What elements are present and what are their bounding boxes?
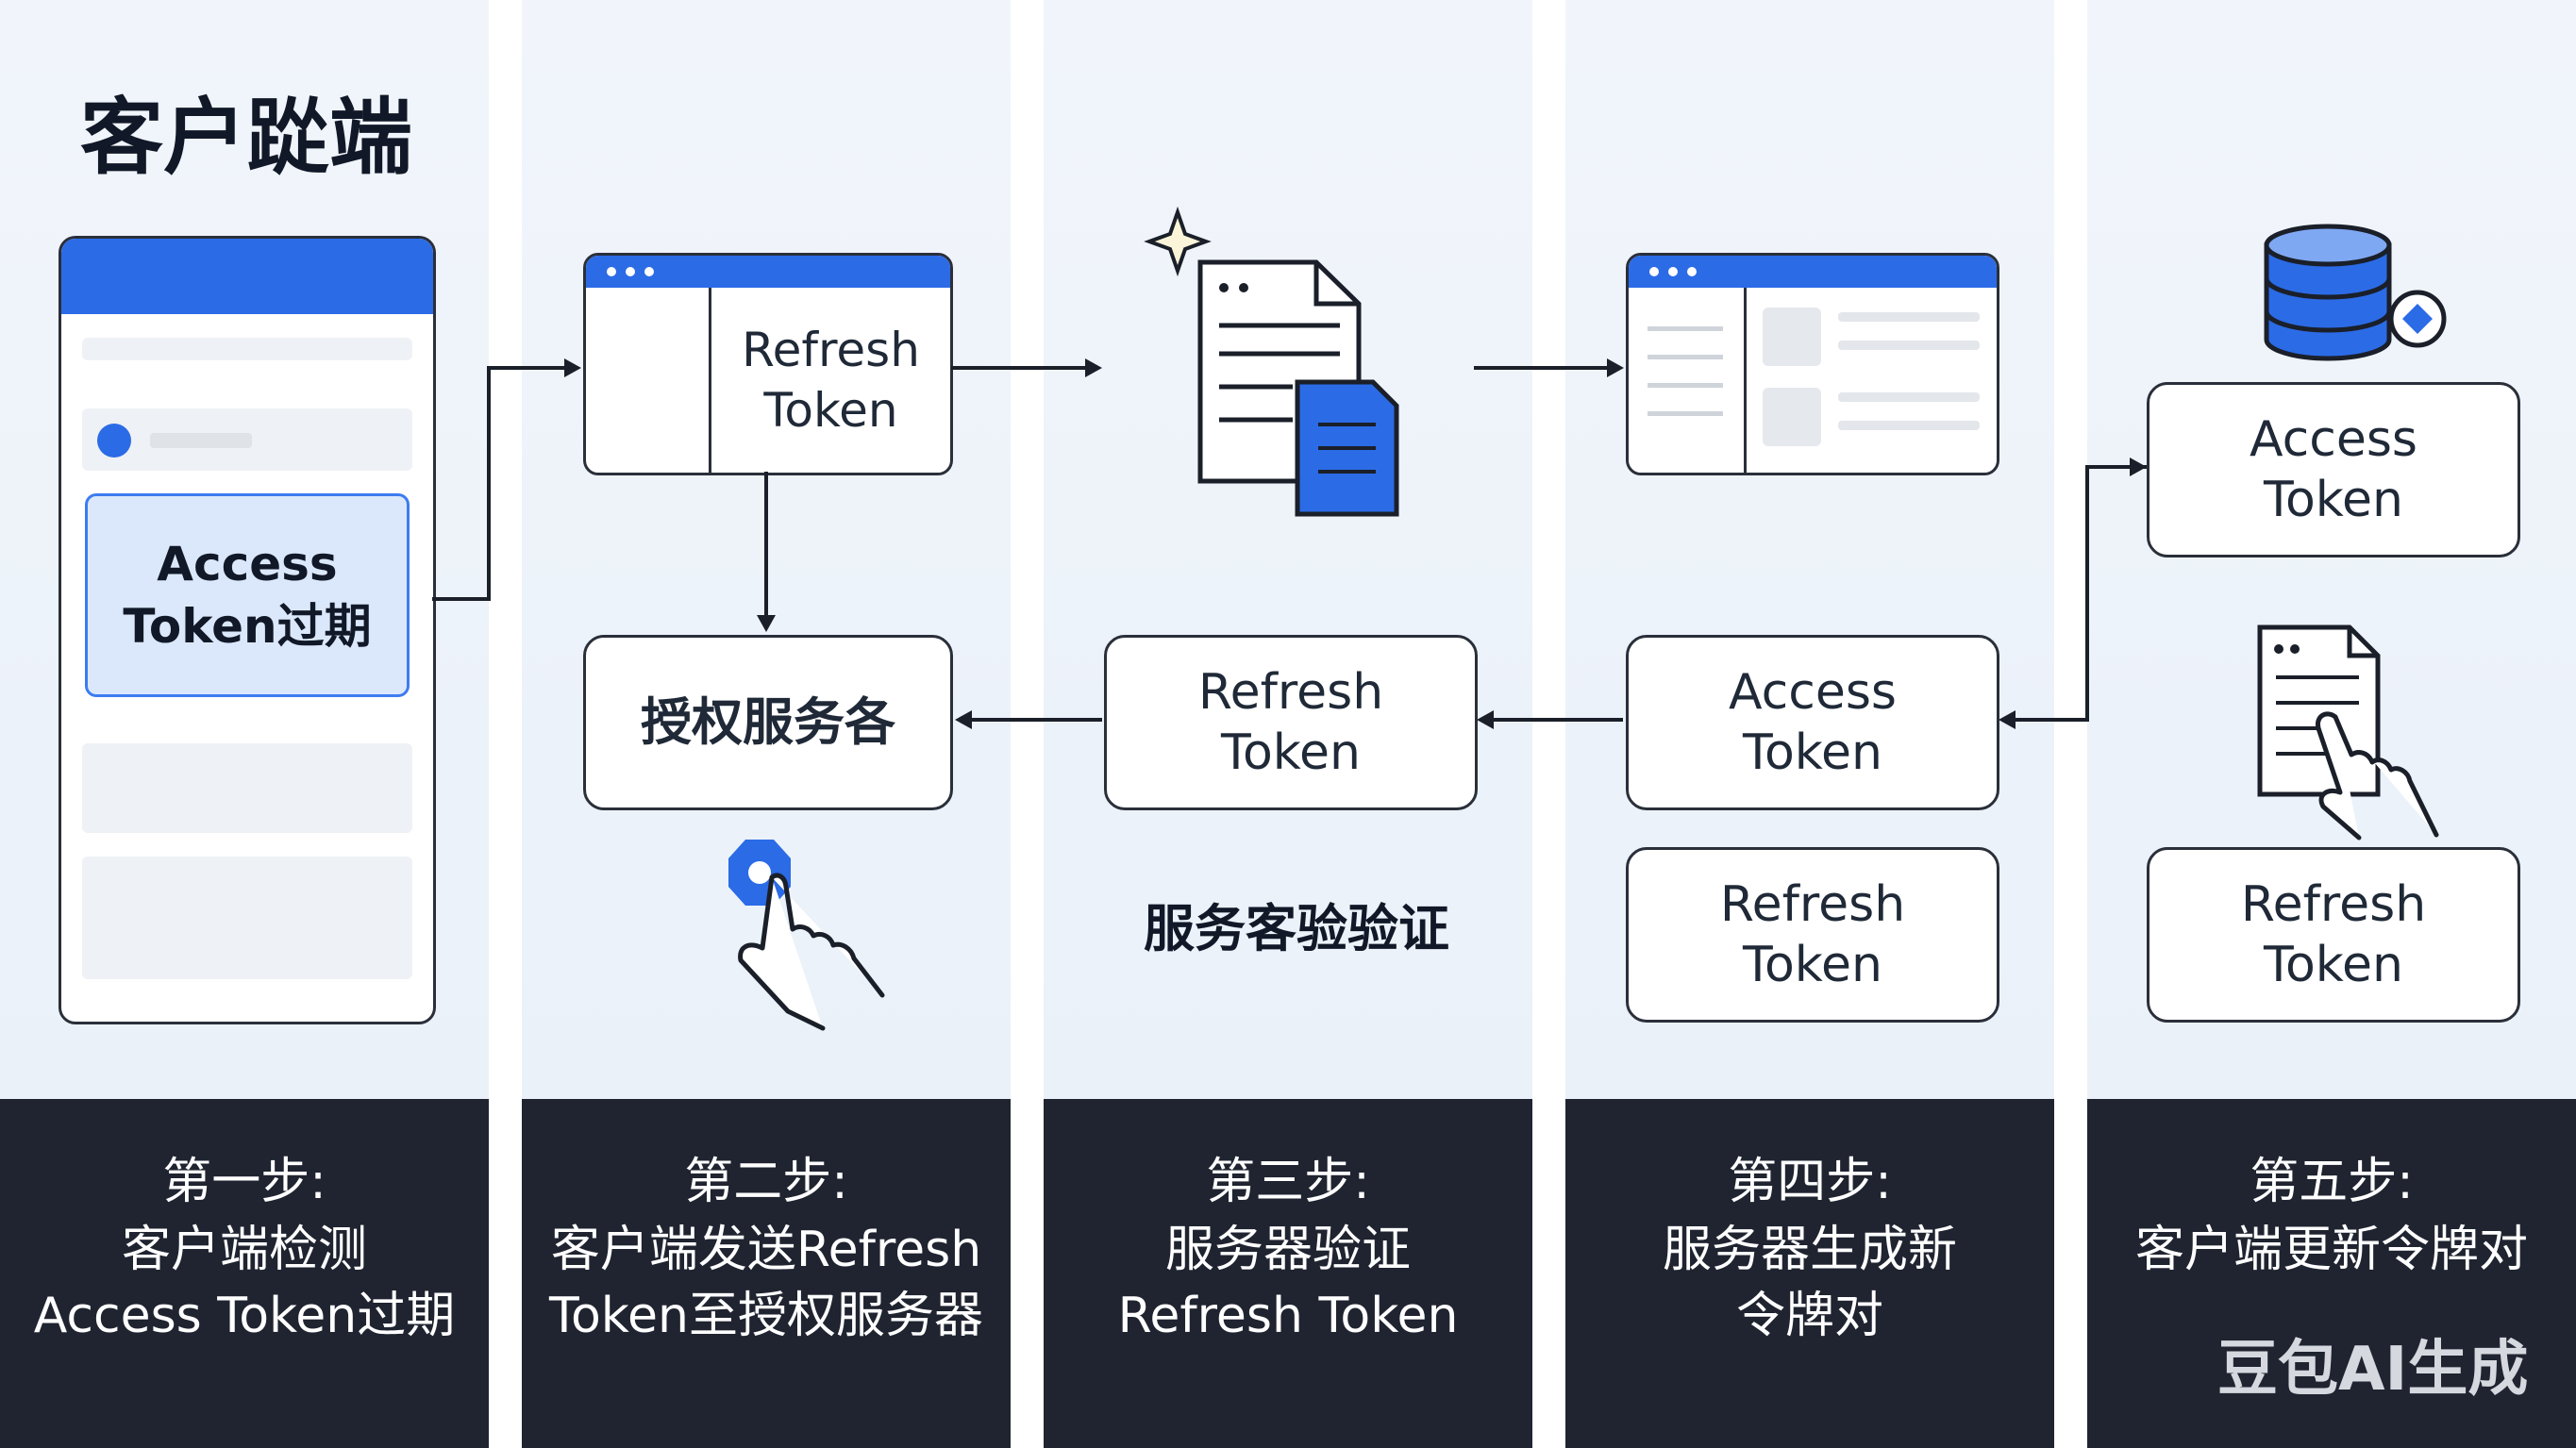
placeholder-block xyxy=(82,857,412,979)
auth-server-box: 授权服务各 xyxy=(583,635,953,810)
sparkle-icon xyxy=(1144,206,1212,277)
server-dashboard-window xyxy=(1626,253,1999,475)
arrow-card-to-refresh xyxy=(432,363,579,601)
access-token-label: Access Token xyxy=(1728,664,1897,781)
pointing-hand-icon xyxy=(2316,711,2439,841)
window-title-bar xyxy=(1629,256,1997,288)
step2-desc-line1: 客户端发送Refresh xyxy=(550,1222,982,1278)
window-divider xyxy=(709,288,711,473)
server-verify-label: 服务客验验证 xyxy=(1144,899,1449,958)
step3-panel xyxy=(1044,0,1532,1099)
placeholder-bar xyxy=(82,338,412,360)
step3-desc-line2: Refresh Token xyxy=(1117,1288,1459,1344)
access-token-expired-label: Access Token过期 xyxy=(123,537,372,654)
watermark: 豆包AI生成 xyxy=(2217,1335,2529,1405)
refresh-token-text-area: Refresh Token xyxy=(711,288,950,473)
blue-document-icon xyxy=(1295,379,1399,517)
content-thumb xyxy=(1763,308,1821,366)
placeholder-block xyxy=(82,743,412,833)
step2-title: 第二步: xyxy=(684,1154,848,1210)
key-badge-icon xyxy=(2388,290,2447,348)
step5-footer: 第五步: 客户端更新令牌对 xyxy=(2087,1099,2576,1448)
new-access-token-box: Access Token xyxy=(1626,635,1999,810)
refresh-token-label: Refresh Token xyxy=(1197,664,1384,781)
step3-footer: 第三步: 服务器验证 Refresh Token xyxy=(1044,1099,1532,1448)
status-dot-icon xyxy=(97,424,131,458)
arrowhead-icon xyxy=(564,358,581,377)
refresh-token-label: Refresh Token xyxy=(2240,876,2427,993)
step4-desc-line1: 服务器生成新 xyxy=(1662,1222,1957,1278)
step4-footer: 第四步: 服务器生成新 令牌对 xyxy=(1565,1099,2054,1448)
gear-icon xyxy=(728,840,791,906)
refresh-token-label: Refresh Token xyxy=(1719,876,1906,993)
updated-access-token-box: Access Token xyxy=(2147,382,2520,558)
arrowhead-icon xyxy=(1085,358,1102,377)
arrow-step5-to-step4 xyxy=(2008,465,2147,722)
access-token-label: Access Token xyxy=(2249,411,2417,528)
database-icon xyxy=(2264,224,2392,361)
step5-desc-line1: 客户端更新令牌对 xyxy=(2134,1222,2528,1278)
arrowhead-icon xyxy=(1477,710,1494,729)
window-dots xyxy=(607,267,616,276)
auth-server-label: 授权服务各 xyxy=(641,692,895,752)
list-row xyxy=(82,408,412,471)
step1-title: 第一步: xyxy=(162,1154,326,1210)
arrowhead-icon xyxy=(955,710,972,729)
client-app-card: Access Token过期 xyxy=(59,236,436,1024)
page-title: 客户踨端 xyxy=(80,89,413,186)
step2-footer: 第二步: 客户端发送Refresh Token至授权服务器 xyxy=(522,1099,1011,1448)
sidebar-lines xyxy=(1648,326,1723,331)
refresh-token-label: Refresh Token xyxy=(742,323,920,438)
window-dots xyxy=(1649,267,1659,276)
step5-title: 第五步: xyxy=(2250,1154,2414,1210)
step1-desc-line1: 客户端检测 xyxy=(121,1222,367,1278)
step1-footer: 第一步: 客户端检测 Access Token过期 xyxy=(0,1099,489,1448)
row-text-placeholder xyxy=(150,433,252,448)
step4-title: 第四步: xyxy=(1728,1154,1892,1210)
window-divider xyxy=(1744,288,1747,473)
step3-title: 第三步: xyxy=(1206,1154,1370,1210)
arrowhead-icon xyxy=(2130,458,2147,476)
window-title-bar xyxy=(586,256,950,288)
arrowhead-icon xyxy=(757,615,776,632)
access-token-expired-card: Access Token过期 xyxy=(85,493,410,697)
updated-refresh-token-box: Refresh Token xyxy=(2147,847,2520,1023)
content-lines xyxy=(1838,312,1980,322)
content-thumb xyxy=(1763,388,1821,446)
step1-desc-line2: Access Token过期 xyxy=(33,1288,456,1344)
arrowhead-icon xyxy=(1999,710,2016,729)
app-header-bar xyxy=(61,239,433,314)
document-icon xyxy=(2257,624,2381,797)
refresh-token-box-step3: Refresh Token xyxy=(1104,635,1478,810)
new-refresh-token-box: Refresh Token xyxy=(1626,847,1999,1023)
arrowhead-icon xyxy=(1607,358,1624,377)
step2-desc-line2: Token至授权服务器 xyxy=(549,1288,983,1344)
step4-desc-line2: 令牌对 xyxy=(1735,1288,1883,1344)
pointing-hand-icon xyxy=(738,873,885,1031)
step3-desc-line1: 服务器验证 xyxy=(1164,1222,1411,1278)
